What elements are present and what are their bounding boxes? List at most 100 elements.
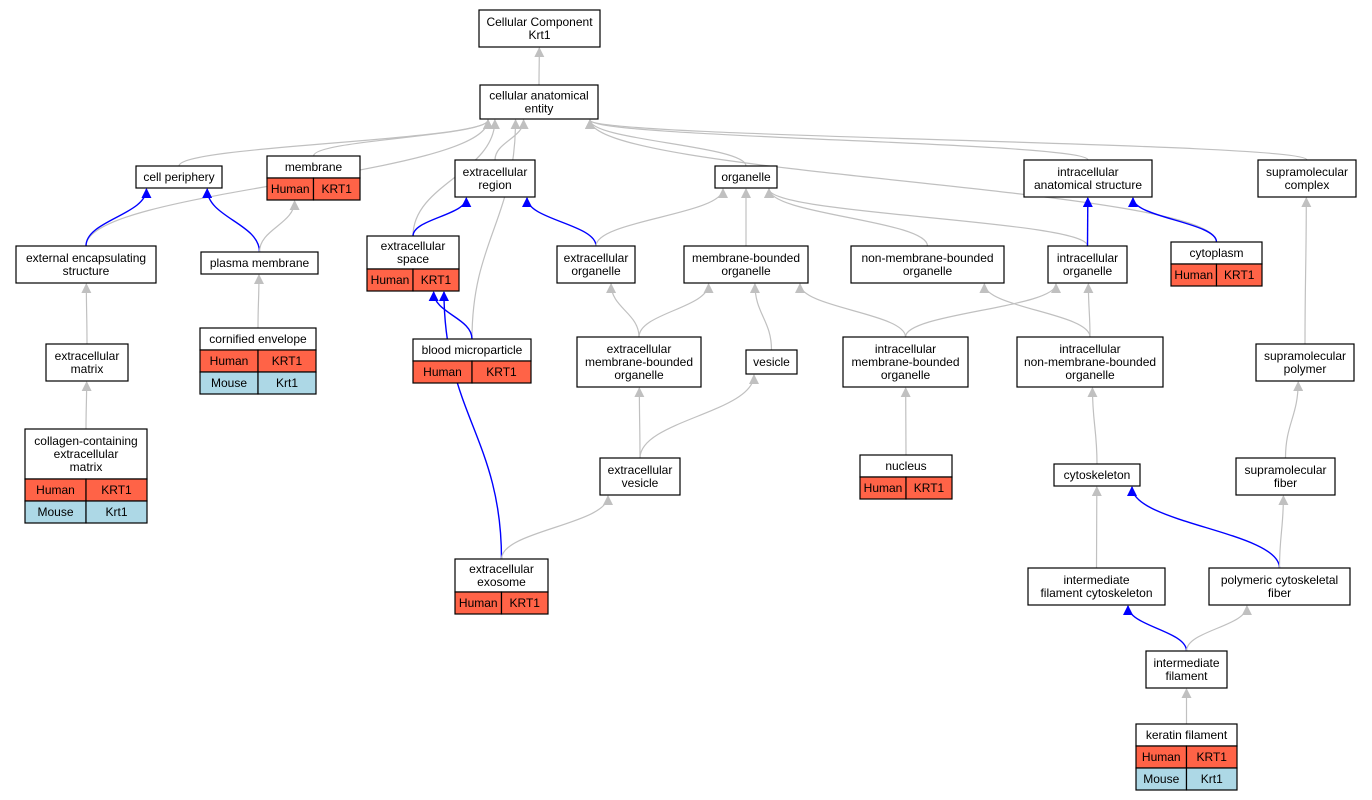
node-label: fiber (1274, 476, 1297, 490)
node-label: membrane (285, 160, 343, 174)
species-label: Human (864, 481, 903, 495)
edge-layer (81, 47, 1312, 724)
node-label: extracellular (564, 251, 629, 265)
node-label: organelle (903, 264, 953, 278)
node-label: matrix (71, 362, 104, 376)
edge-if-to-if-cytoskeleton (1123, 605, 1188, 652)
node-label: vesicle (622, 476, 659, 490)
edge-exosome-to-ext-vesicle (500, 495, 613, 560)
node-box (683, 245, 809, 284)
node-label: supramolecular (1266, 165, 1348, 179)
edge-nmbo-to-organelle (764, 188, 929, 247)
edge-poly-cyto-fiber-to-cytoskeleton (1127, 486, 1281, 569)
node-label: organelle (614, 368, 664, 382)
node-label: membrane-bounded (585, 355, 693, 369)
species-label: Human (1174, 268, 1213, 282)
edge-intra-nmbo-to-nmbo (979, 283, 1091, 338)
node-box (1053, 463, 1141, 487)
species-label: Mouse (211, 376, 247, 390)
gene-label: KRT1 (421, 273, 452, 287)
node-label: cell periphery (143, 170, 214, 184)
gene-cell (85, 500, 148, 524)
node-label: non-membrane-bounded (861, 251, 993, 265)
node-label: organelle (1063, 264, 1113, 278)
edge-supra-polymer-to-supra-complex (1301, 197, 1312, 345)
edge-blood-mp-to-ext-space (428, 291, 473, 340)
edge-ext-mbo-to-ext-organelle (606, 283, 640, 338)
node-label: cornified envelope (209, 332, 307, 346)
gene-label: KRT1 (272, 354, 303, 368)
node-label: Krt1 (528, 28, 550, 42)
node-box (45, 343, 129, 382)
edge-cornified-to-plasma-membrane (253, 274, 264, 329)
node-label: intracellular (875, 342, 936, 356)
node-box (478, 9, 601, 48)
node-box (454, 159, 536, 198)
edge-plasma-membrane-to-membrane (258, 200, 300, 253)
species-label: Human (371, 273, 410, 287)
node-label: external encapsulating (26, 251, 146, 265)
node-box (1235, 457, 1336, 496)
node-label: supramolecular (1264, 349, 1346, 363)
gene-label: KRT1 (101, 483, 132, 497)
edge-ext-vesicle-to-vesicle (639, 374, 759, 459)
edge-cytoskeleton-to-intra-nmbo (1087, 387, 1098, 465)
edge-ext-encaps-to-cell-periphery (85, 188, 152, 247)
node-label: polymer (1284, 362, 1327, 376)
gene-cell (471, 360, 532, 384)
edge-exosome-to-ext-space (438, 291, 503, 560)
node-box (366, 235, 460, 270)
edge-organelle-to-cae (585, 119, 747, 167)
node-label: cytoplasm (1189, 246, 1243, 260)
edge-cytoplasm-to-cae (585, 119, 1218, 243)
node-box (1027, 567, 1166, 606)
node-label: extracellular (463, 165, 528, 179)
gene-label: KRT1 (486, 365, 517, 379)
node-box (24, 428, 148, 480)
species-label: Human (210, 354, 249, 368)
edge-ext-space-to-ext-region (412, 197, 472, 237)
node-label: filament cytoskeleton (1040, 586, 1152, 600)
edge-ext-organelle-to-organelle (595, 188, 728, 247)
node-label: anatomical structure (1034, 178, 1142, 192)
node-box (1257, 159, 1357, 198)
edge-ext-region-to-cae (494, 119, 529, 161)
gene-label: KRT1 (322, 182, 353, 196)
node-label: nucleus (885, 459, 926, 473)
node-intra-nmbo: intracellularnon-membrane-boundedorganel… (1016, 336, 1164, 388)
node-label: organelle (1065, 368, 1115, 382)
node-label: collagen-containing (34, 434, 137, 448)
node-plasma-membrane: plasma membrane (200, 251, 319, 275)
species-label: Mouse (37, 505, 73, 519)
node-label: complex (1285, 178, 1330, 192)
node-vesicle: vesicle (745, 349, 798, 375)
node-box (1023, 159, 1153, 198)
node-label: cellular anatomical (489, 89, 588, 103)
node-label: membrane-bounded (692, 251, 800, 265)
gene-cell (412, 268, 460, 292)
node-label: plasma membrane (210, 256, 310, 270)
edge-collagen-ecm-to-ecm (81, 381, 92, 430)
node-box (200, 251, 319, 275)
node-label: organelle (881, 368, 931, 382)
node-box (745, 349, 798, 375)
node-box (1255, 343, 1355, 382)
node-cytoskeleton: cytoskeleton (1053, 463, 1141, 487)
species-label: Human (36, 483, 75, 497)
gene-cell (312, 177, 361, 201)
node-label: region (478, 178, 511, 192)
node-label: extracellular (55, 349, 120, 363)
species-label: Mouse (1143, 772, 1179, 786)
gene-cell (500, 591, 549, 615)
node-label: organelle (721, 264, 771, 278)
